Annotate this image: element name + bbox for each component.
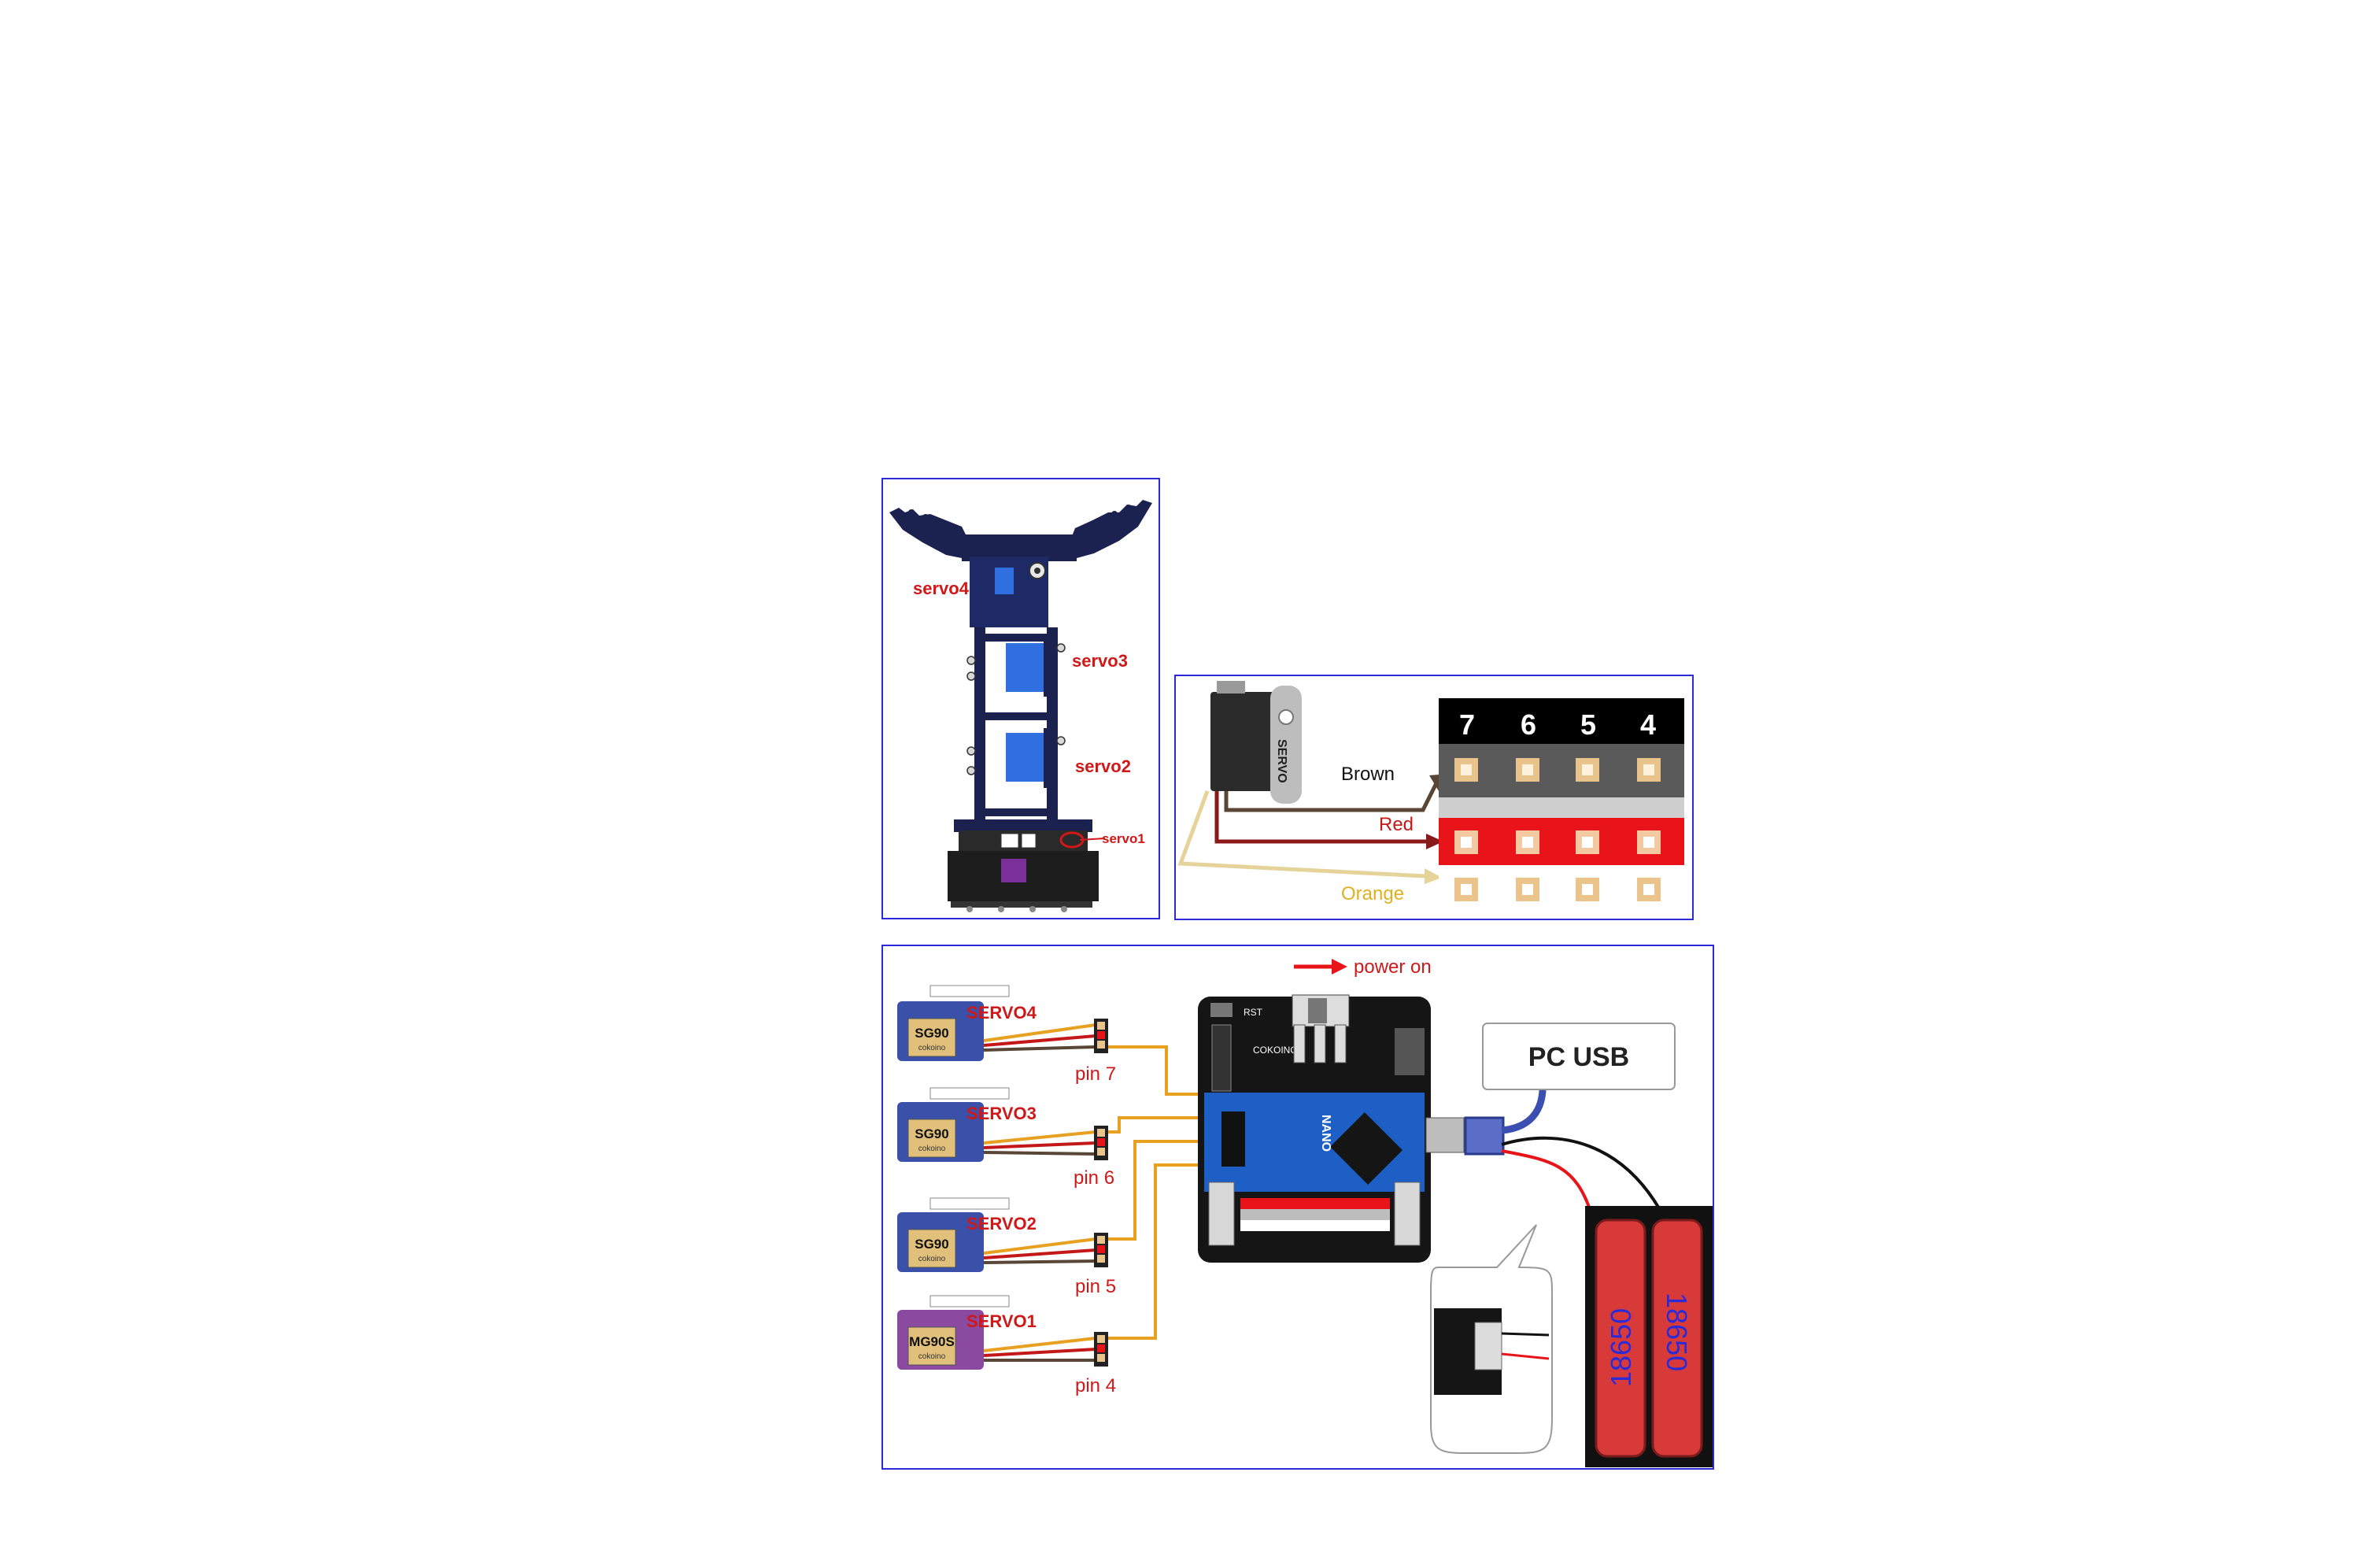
pin-header-top	[1439, 698, 1684, 744]
servo4-pin: pin 7	[1075, 1063, 1116, 1085]
red-wire-label: Red	[1379, 814, 1414, 835]
servo2-body	[1006, 733, 1050, 782]
board-brand: COKOINO	[1253, 1045, 1298, 1056]
pin-number-7: 7	[1459, 708, 1475, 741]
mcu-chip	[1330, 1112, 1402, 1185]
servo1-label: SERVO1	[966, 1311, 1037, 1331]
servo3-brand: cokoino	[918, 1145, 946, 1153]
pin-number-4: 4	[1640, 708, 1656, 741]
servo3-unit: SG90 cokoino SERVO3 pin 6	[897, 1087, 1114, 1189]
servo2-label: servo2	[1075, 756, 1131, 776]
servo3-pin: pin 6	[1074, 1167, 1114, 1189]
wiring-illustration: SG90 cokoino SERVO4 pin 7 SG90 cokoino S…	[897, 956, 1713, 1467]
servo3-model: SG90	[915, 1126, 948, 1141]
servo3-label: SERVO3	[966, 1104, 1037, 1123]
servo4-model: SG90	[915, 1026, 948, 1041]
battery-2-label: 18650	[1661, 1293, 1693, 1371]
servo1-brand: cokoino	[918, 1352, 946, 1361]
header-pins	[1454, 758, 1661, 901]
nano-board: RST COKOINO NANO	[1198, 994, 1465, 1263]
left-claw	[889, 508, 970, 558]
pin-number-6: 6	[1521, 708, 1536, 741]
wire-colour-panel: SERVO 7 6 5 4 Brown Red Orange	[1174, 675, 1694, 920]
servo4-brand: cokoino	[918, 1044, 946, 1052]
pc-usb-label: PC USB	[1528, 1042, 1629, 1072]
usb-plug	[1464, 1116, 1505, 1156]
servo1-model: MG90S	[909, 1334, 955, 1349]
usb-port	[1425, 1117, 1465, 1153]
servo2-unit: SG90 cokoino SERVO2 pin 5	[897, 1197, 1116, 1297]
servo4-unit: SG90 cokoino SERVO4 pin 7	[897, 985, 1116, 1085]
arm-illustration: servo4 servo3 servo2 servo1	[889, 500, 1152, 912]
red-wire	[1214, 791, 1426, 844]
red-header-row	[1240, 1198, 1390, 1209]
battery-pack: 18650 18650	[1585, 1206, 1713, 1467]
servo2-brand: cokoino	[918, 1255, 946, 1263]
orange-wire	[1177, 790, 1425, 878]
battery-black-wire	[1501, 1136, 1664, 1215]
wire-colour-illustration: SERVO 7 6 5 4 Brown Red Orange	[1177, 681, 1684, 912]
servo-text: SERVO	[1275, 739, 1288, 783]
servo2-label: SERVO2	[966, 1214, 1037, 1233]
servo4-body	[995, 568, 1014, 594]
board-nano-label: NANO	[1319, 1115, 1332, 1152]
servo3-label: servo3	[1072, 651, 1128, 671]
right-claw	[1069, 500, 1152, 558]
battery-1-label: 18650	[1605, 1308, 1637, 1387]
servo1-label: servo1	[1102, 831, 1145, 846]
battery-cell-1	[1595, 1219, 1646, 1458]
pin-number-5: 5	[1580, 708, 1596, 741]
servo2-model: SG90	[915, 1237, 948, 1252]
servo1-unit: MG90S cokoino SERVO1 pin 4	[897, 1295, 1116, 1396]
battery-red-wire	[1501, 1149, 1593, 1215]
pc-usb-box	[1482, 1023, 1676, 1090]
board-rst-label: RST	[1244, 1007, 1263, 1018]
servo2-pin: pin 5	[1075, 1276, 1116, 1297]
brown-wire-label: Brown	[1341, 764, 1395, 785]
servo4-label: SERVO4	[966, 1003, 1037, 1023]
servo4-label: servo4	[913, 579, 970, 598]
servo3-body	[1006, 643, 1050, 692]
brown-wire	[1224, 777, 1441, 812]
arm-panel: servo4 servo3 servo2 servo1	[881, 478, 1160, 919]
power-on-label: power on	[1354, 956, 1432, 978]
orange-wire-label: Orange	[1341, 883, 1404, 904]
pin-numbers: 7 6 5 4	[1459, 708, 1656, 741]
servo1-pin: pin 4	[1075, 1375, 1116, 1396]
battery-cell-2	[1651, 1219, 1703, 1458]
wiring-panel: SG90 cokoino SERVO4 pin 7 SG90 cokoino S…	[881, 945, 1714, 1470]
